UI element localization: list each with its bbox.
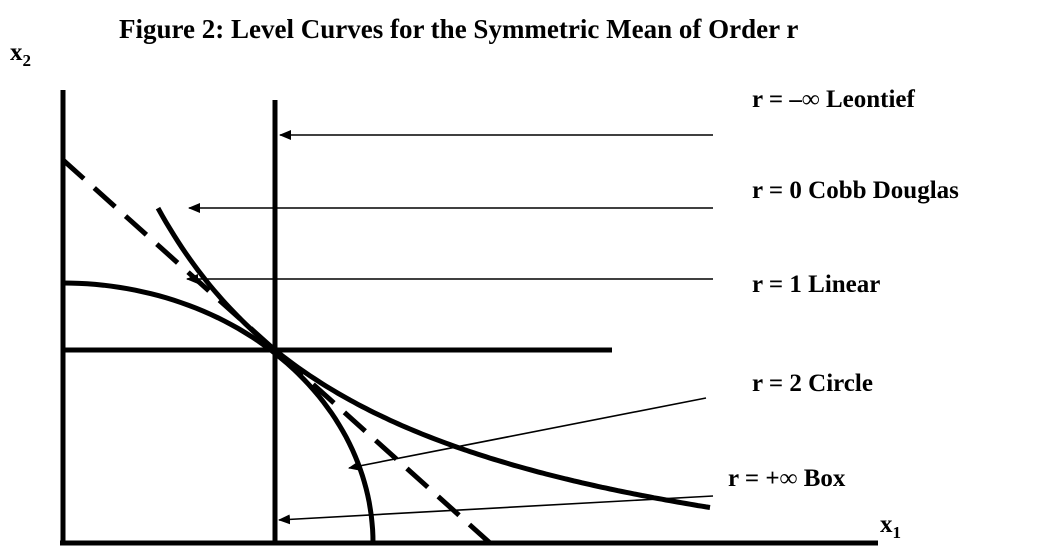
cobb-douglas-curve [155, 206, 711, 510]
curve-label-cobb-douglas: r = 0 Cobb Douglas [752, 177, 959, 204]
box-pointer-arrow [278, 495, 714, 525]
curve-label-circle: r = 2 Circle [752, 370, 873, 397]
figure-title: Figure 2: Level Curves for the Symmetric… [119, 14, 798, 44]
y-axis-label: x2 [10, 39, 31, 70]
circle-arc-curve [62, 280, 376, 544]
curve-label-linear: r = 1 Linear [752, 271, 880, 298]
curve-label-leontief: r = –∞ Leontief [752, 86, 916, 113]
circle-pointer-arrow [348, 397, 707, 471]
linear-dashed-line [61, 158, 492, 545]
x-axis-label: x1 [880, 511, 901, 542]
curve-label-box: r = +∞ Box [728, 465, 846, 492]
